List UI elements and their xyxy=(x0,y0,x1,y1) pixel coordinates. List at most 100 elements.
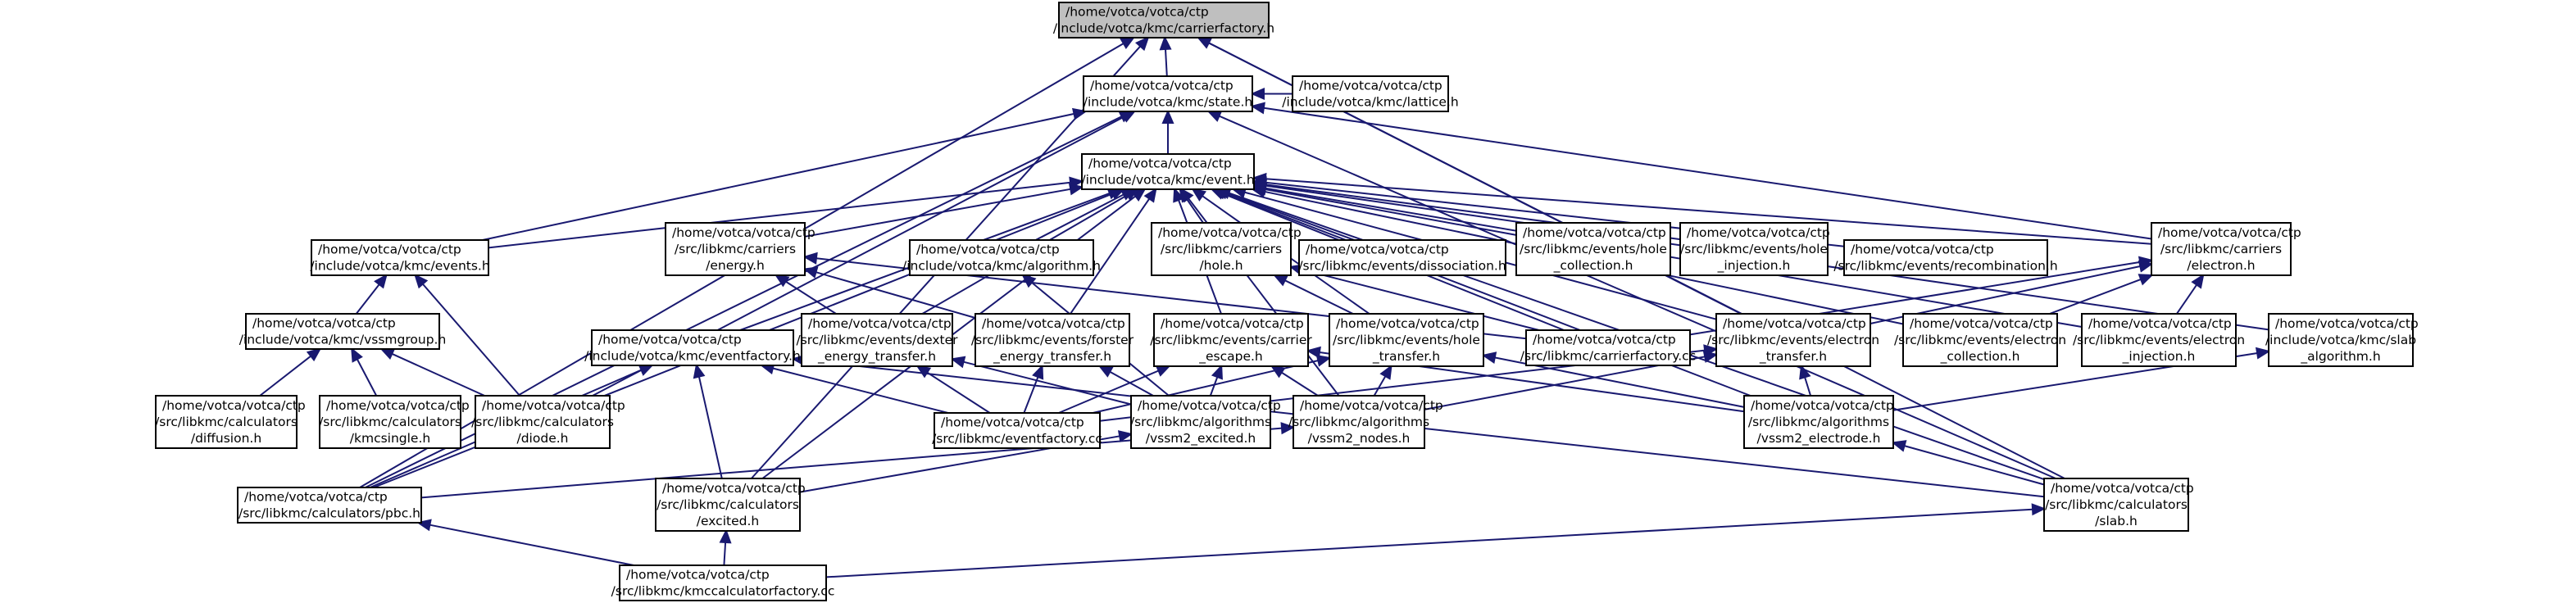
node-box xyxy=(1151,222,1292,276)
edge-line xyxy=(482,112,1074,241)
node-box xyxy=(1058,2,1270,39)
edge-line xyxy=(772,367,948,414)
node-box xyxy=(245,313,440,350)
edge-kmccalculatorfactory-to-pbc xyxy=(416,519,634,566)
node-event[interactable]: /home/votca/votca/ctp/include/votca/kmc/… xyxy=(1081,153,1255,190)
arrowhead xyxy=(1117,430,1134,442)
node-kmccalculatorfactory[interactable]: /home/votca/votca/ctp/src/libkmc/kmccalc… xyxy=(611,564,835,601)
node-label-line: _transfer.h xyxy=(1759,349,1827,365)
node-eventfactory-cc[interactable]: /home/votca/votca/ctp/src/libkmc/eventfa… xyxy=(932,412,1102,449)
node-kmcsingle[interactable]: /home/votca/votca/ctp/src/libkmc/calcula… xyxy=(319,395,470,449)
node-label-line: /slab.h xyxy=(2095,514,2138,528)
arrowhead xyxy=(1120,36,1136,50)
edge-line xyxy=(1226,192,1355,241)
edge-line xyxy=(2049,278,2142,315)
node-slab-algorithm[interactable]: /home/votca/votca/ctp/include/votca/kmc/… xyxy=(2265,313,2419,367)
edge-line xyxy=(825,508,2033,578)
node-label-line: /src/libkmc/calculators xyxy=(656,497,799,512)
node-vssm2-excited[interactable]: /home/votca/votca/ctp/src/libkmc/algorit… xyxy=(1130,395,1281,449)
node-vssm2-nodes[interactable]: /home/votca/votca/ctp/src/libkmc/algorit… xyxy=(1288,395,1443,449)
node-carrierfactory-cc[interactable]: /home/votca/votca/ctp/src/libkmc/carrier… xyxy=(1520,329,1696,366)
node-state[interactable]: /home/votca/votca/ctp/include/votca/kmc/… xyxy=(1083,75,1253,112)
edge-diode-to-events xyxy=(414,274,520,397)
node-label-line: /home/votca/votca/ctp xyxy=(626,568,770,583)
node-carrierfactory[interactable]: /home/votca/votca/ctp/include/votca/kmc/… xyxy=(1053,2,1274,39)
node-box xyxy=(801,313,953,367)
node-diffusion[interactable]: /home/votca/votca/ctp/src/libkmc/calcula… xyxy=(155,395,306,449)
arrowhead xyxy=(719,528,732,544)
node-electron-transfer[interactable]: /home/votca/votca/ctp/src/libkmc/events/… xyxy=(1707,313,1879,367)
node-electron-injection[interactable]: /home/votca/votca/ctp/src/libkmc/events/… xyxy=(2073,313,2245,367)
arrowhead xyxy=(1272,274,1288,287)
node-label-line: /src/libkmc/eventfactory.cc xyxy=(932,432,1102,447)
arrowhead xyxy=(802,252,818,265)
edge-line xyxy=(1302,269,1540,331)
edge-line xyxy=(422,283,520,397)
node-label-line: /src/libkmc/events/electron xyxy=(1894,333,2066,347)
node-excited[interactable]: /home/votca/votca/ctp/src/libkmc/calcula… xyxy=(655,478,806,532)
edge-line xyxy=(1281,371,1319,397)
node-label-line: /home/votca/votca/ctp xyxy=(2051,481,2194,496)
node-algorithm[interactable]: /home/votca/votca/ctp/include/votca/kmc/… xyxy=(902,239,1101,276)
node-label-line: /home/votca/votca/ctp xyxy=(598,333,742,347)
edge-line xyxy=(785,280,837,315)
arrowhead xyxy=(1196,36,1212,49)
node-dexter[interactable]: /home/votca/votca/ctp/src/libkmc/events/… xyxy=(796,313,958,367)
edge-line xyxy=(488,181,1071,249)
arrowhead xyxy=(950,356,966,369)
node-forster[interactable]: /home/votca/votca/ctp/src/libkmc/events/… xyxy=(971,313,1134,367)
node-lattice[interactable]: /home/votca/votca/ctp/include/votca/kmc/… xyxy=(1282,75,1459,112)
arrowhead xyxy=(1481,351,1497,364)
node-label-line: /excited.h xyxy=(697,514,759,528)
node-label-line: /diode.h xyxy=(517,431,569,446)
node-label-line: /vssm2_nodes.h xyxy=(1308,431,1411,447)
node-box xyxy=(1515,222,1671,276)
node-hole-collection[interactable]: /home/votca/votca/ctp/src/libkmc/events/… xyxy=(1515,222,1671,276)
node-energy[interactable]: /home/votca/votca/ctp/src/libkmc/carrier… xyxy=(665,222,816,276)
node-recombination[interactable]: /home/votca/votca/ctp/src/libkmc/events/… xyxy=(1833,239,2058,276)
node-label-line: /electron.h xyxy=(2187,258,2255,273)
node-box xyxy=(319,395,461,449)
node-slab[interactable]: /home/votca/votca/ctp/src/libkmc/calcula… xyxy=(2043,478,2194,532)
node-label-line: /home/votca/votca/ctp xyxy=(662,481,806,496)
edge-line xyxy=(1263,107,2152,240)
node-pbc[interactable]: /home/votca/votca/ctp/src/libkmc/calcula… xyxy=(237,487,422,524)
node-hole-injection[interactable]: /home/votca/votca/ctp/src/libkmc/events/… xyxy=(1679,222,1830,276)
node-electron-collection[interactable]: /home/votca/votca/ctp/src/libkmc/events/… xyxy=(1894,313,2066,367)
edge-line xyxy=(1804,377,1812,397)
edge-line xyxy=(697,376,723,479)
node-diode[interactable]: /home/votca/votca/ctp/src/libkmc/calcula… xyxy=(471,395,625,449)
node-electron[interactable]: /home/votca/votca/ctp/src/libkmc/carrier… xyxy=(2151,222,2301,276)
node-hole-transfer[interactable]: /home/votca/votca/ctp/src/libkmc/events/… xyxy=(1329,313,1484,367)
node-label-line: /src/libkmc/carriers xyxy=(1161,242,1282,256)
node-events[interactable]: /home/votca/votca/ctp/include/votca/kmc/… xyxy=(310,239,490,276)
node-box xyxy=(1293,395,1425,449)
node-vssmgroup[interactable]: /home/votca/votca/ctp/include/votca/kmc/… xyxy=(239,313,447,350)
node-label-line: /include/votca/kmc/eventfactory.h xyxy=(584,349,801,364)
node-box xyxy=(1679,222,1829,276)
edge-electron-to-state xyxy=(1250,102,2152,240)
node-hole[interactable]: /home/votca/votca/ctp/src/libkmc/carrier… xyxy=(1151,222,1302,276)
node-label-line: /home/votca/votca/ctp xyxy=(1751,398,1894,413)
node-label-line: /home/votca/votca/ctp xyxy=(244,490,388,505)
node-label-line: /src/libkmc/events/carrier xyxy=(1150,333,1312,347)
edge-forster-to-event xyxy=(1070,187,1157,315)
node-box xyxy=(1081,153,1255,190)
edge-kmccalculatorfactory-to-slab xyxy=(825,503,2047,578)
edge-line xyxy=(816,271,976,319)
node-carrier-escape[interactable]: /home/votca/votca/ctp/src/libkmc/events/… xyxy=(1150,313,1312,367)
arrowhead xyxy=(1252,179,1267,193)
node-label-line: /src/libkmc/events/hole xyxy=(1520,242,1667,256)
node-box xyxy=(665,222,806,276)
edge-line xyxy=(1165,48,1168,77)
node-label-line: /src/libkmc/events/recombination.h xyxy=(1833,259,2057,274)
node-dissociation[interactable]: /home/votca/votca/ctp/src/libkmc/events/… xyxy=(1298,239,1506,276)
node-eventfactory-h[interactable]: /home/votca/votca/ctp/include/votca/kmc/… xyxy=(584,329,801,366)
node-label-line: /src/libkmc/calculators xyxy=(155,415,298,429)
node-vssm2-electrode[interactable]: /home/votca/votca/ctp/src/libkmc/algorit… xyxy=(1743,395,1894,449)
node-label-line: /home/votca/votca/ctp xyxy=(1088,156,1232,171)
arrowhead xyxy=(693,363,706,379)
node-box xyxy=(475,395,611,449)
edge-vssmgroup-to-events xyxy=(355,273,388,315)
edge-line xyxy=(1265,178,2152,245)
